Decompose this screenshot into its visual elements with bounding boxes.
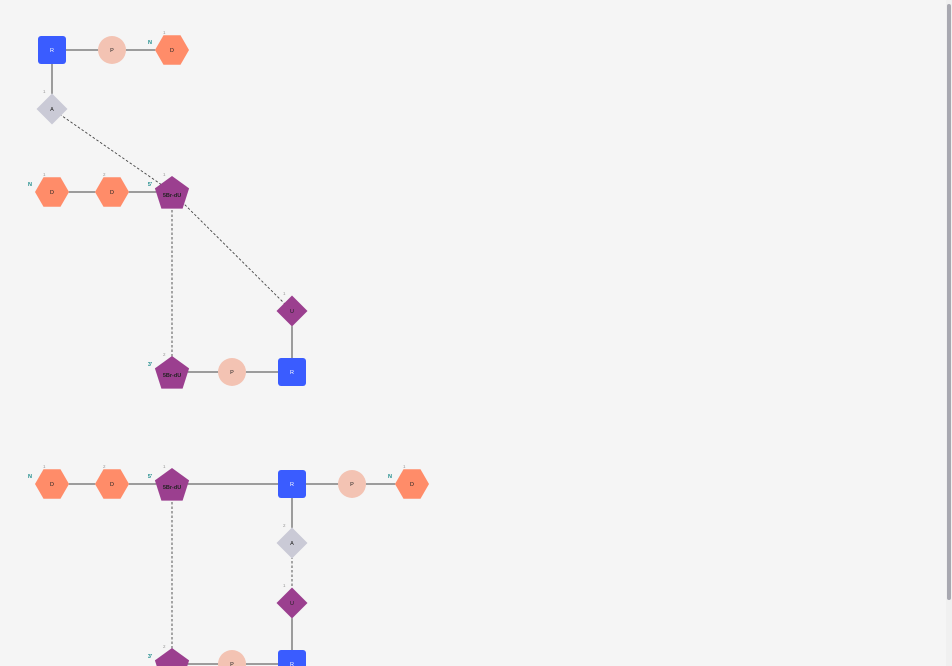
monomer-square[interactable]: R (278, 470, 306, 498)
monomer-label: D (410, 482, 414, 488)
bonds-layer (51, 49, 412, 665)
monomer-label: 5Br-dU (163, 373, 181, 379)
monomer-index: 2 (103, 172, 106, 177)
phosphate-circle (218, 650, 246, 666)
monomer-label: P (230, 370, 234, 376)
monomer-hexagon[interactable]: D2 (95, 172, 129, 207)
chain-end-label: 3' (148, 654, 153, 660)
chain-end-label: 5' (148, 182, 153, 188)
base-hexagon (35, 177, 69, 207)
monomer-label: A (50, 107, 54, 113)
phosphate-circle (98, 36, 126, 64)
monomer-index: 2 (163, 352, 166, 357)
chain-end-label: 3' (148, 362, 153, 368)
linker-diamond (276, 587, 308, 619)
monomer-index: 2 (163, 644, 166, 649)
monomer-circle[interactable]: P (338, 470, 366, 498)
monomer-circle[interactable]: P (218, 358, 246, 386)
monomer-index: 1 (283, 291, 286, 296)
base-hexagon (395, 469, 429, 499)
vertical-scrollbar[interactable] (946, 0, 952, 666)
modified-pentagon (154, 356, 190, 389)
sugar-square (278, 470, 306, 498)
monomer-circle[interactable]: P (218, 650, 246, 666)
monomer-label: D (110, 482, 114, 488)
monomer-diamond[interactable]: U1 (276, 291, 308, 327)
monomer-index: 1 (403, 464, 406, 469)
base-hexagon (95, 177, 129, 207)
monomer-pentagon[interactable]: 5Br-dU 1 5' (148, 464, 190, 501)
monomer-index: 1 (283, 583, 286, 588)
chain-end-label: N (148, 40, 152, 46)
monomer-square[interactable]: R (38, 36, 66, 64)
monomer-index: 1 (43, 464, 46, 469)
monomer-index: 1 (163, 464, 166, 469)
chain-end-label: 5' (148, 474, 153, 480)
monomer-label: U (290, 309, 294, 315)
monomer-index: 2 (283, 523, 286, 528)
monomer-diamond[interactable]: A2 (276, 523, 308, 559)
modified-pentagon (154, 648, 190, 666)
monomer-index: 1 (43, 89, 46, 94)
chain-end-label: N (28, 182, 32, 188)
monomer-label: R (290, 370, 294, 376)
base-hexagon (95, 469, 129, 499)
monomer-pentagon[interactable]: 2 3' (148, 644, 190, 666)
monomer-label: D (50, 190, 54, 196)
phosphate-circle (338, 470, 366, 498)
monomer-index: 1 (163, 172, 166, 177)
monomer-label: U (290, 601, 294, 607)
bond-dashed (51, 108, 173, 193)
monomer-label: R (290, 662, 294, 666)
phosphate-circle (218, 358, 246, 386)
monomer-label: 5Br-dU (163, 193, 181, 199)
monomer-hexagon[interactable]: D 1N (28, 464, 69, 499)
monomer-label: D (110, 190, 114, 196)
sugar-square (278, 358, 306, 386)
chain-end-label: N (388, 474, 392, 480)
monomer-index: 2 (103, 464, 106, 469)
monomer-diamond[interactable]: A1 (36, 89, 68, 125)
monomer-index: 1 (43, 172, 46, 177)
scrollbar-thumb[interactable] (947, 4, 951, 600)
linker-diamond (276, 295, 308, 327)
monomer-label: P (350, 482, 354, 488)
monomer-label: R (290, 482, 294, 488)
monomer-square[interactable]: R (278, 650, 306, 666)
monomer-label: A (290, 541, 294, 547)
base-hexagon (155, 35, 189, 65)
monomer-label: P (230, 662, 234, 666)
monomer-diamond[interactable]: U1 (276, 583, 308, 619)
monomer-label: D (170, 48, 174, 54)
monomer-label: R (50, 48, 54, 54)
linker-diamond (36, 93, 68, 125)
sugar-square (278, 650, 306, 666)
sugar-square (38, 36, 66, 64)
monomer-hexagon[interactable]: D2 (95, 464, 129, 499)
base-hexagon (35, 469, 69, 499)
monomer-square[interactable]: R (278, 358, 306, 386)
monomer-hexagon[interactable]: D 1N (388, 464, 429, 499)
modified-pentagon (154, 468, 190, 501)
monomer-hexagon[interactable]: D 1N (28, 172, 69, 207)
monomer-label: 5Br-dU (163, 485, 181, 491)
modified-pentagon (154, 176, 190, 209)
chain-end-label: N (28, 474, 32, 480)
monomer-label: D (50, 482, 54, 488)
monomer-label: P (110, 48, 114, 54)
monomer-index: 1 (163, 30, 166, 35)
linker-diamond (276, 527, 308, 559)
monomer-hexagon[interactable]: D 1N (148, 30, 189, 65)
monomer-circle[interactable]: P (98, 36, 126, 64)
monomer-pentagon[interactable]: 5Br-dU 2 3' (148, 352, 190, 389)
monomer-pentagon[interactable]: 5Br-dU 1 5' (148, 172, 190, 209)
bond-dashed (171, 191, 293, 312)
